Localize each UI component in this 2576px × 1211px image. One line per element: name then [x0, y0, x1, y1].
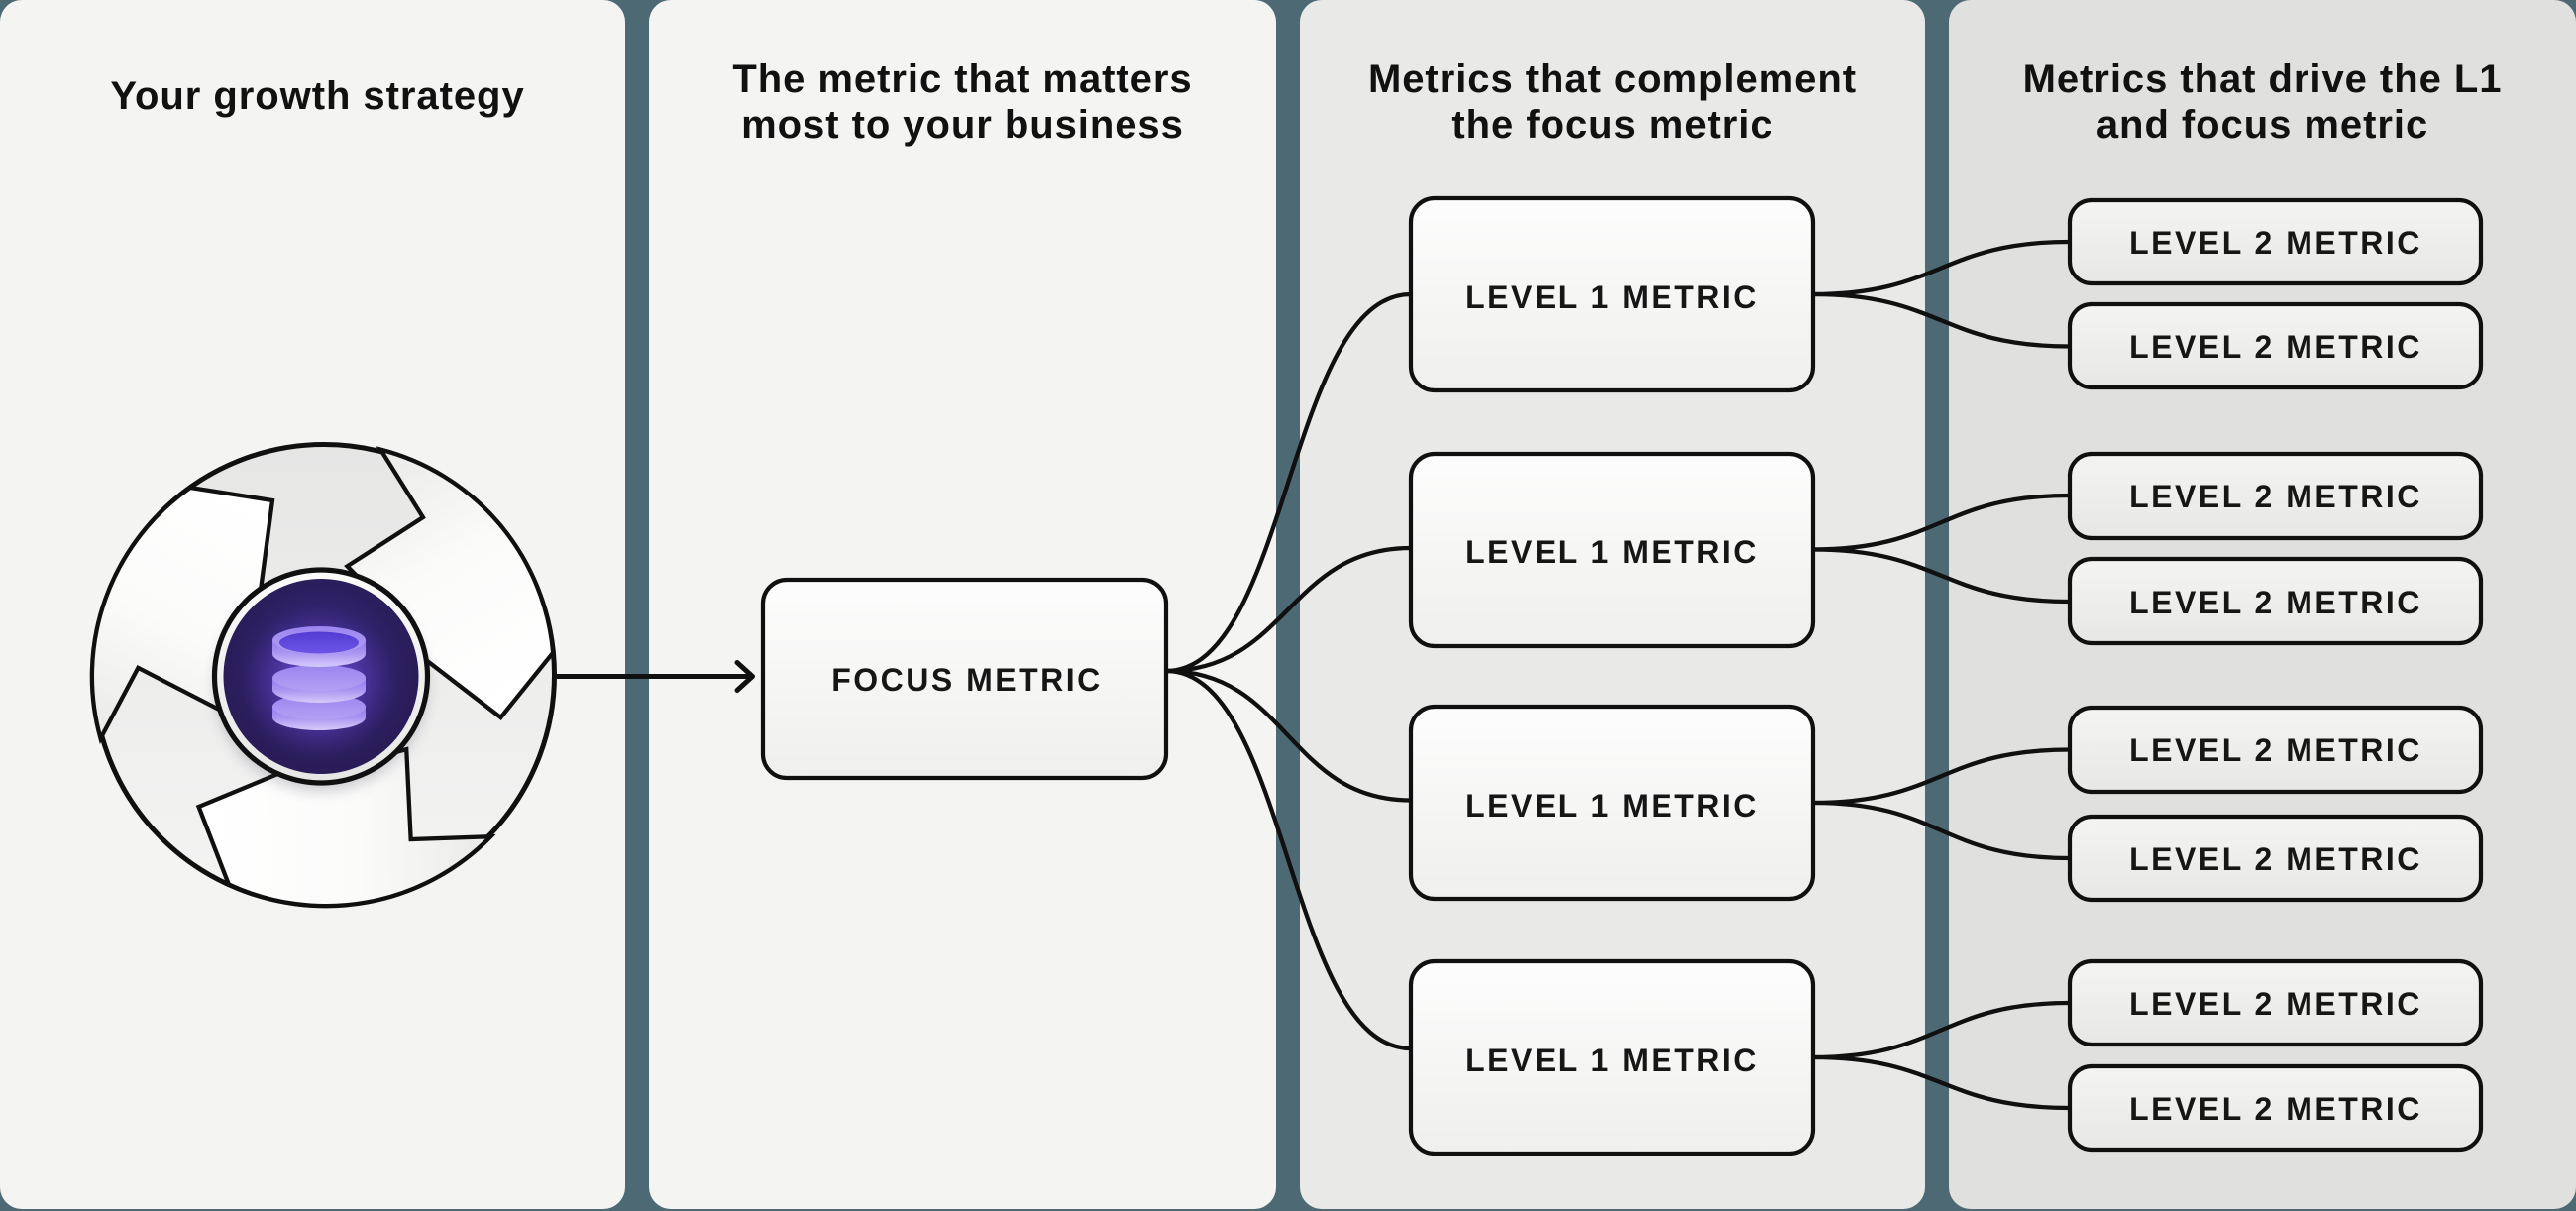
svg-text:LEVEL 1 METRIC: LEVEL 1 METRIC	[1465, 279, 1759, 315]
svg-text:LEVEL 2 METRIC: LEVEL 2 METRIC	[2129, 329, 2422, 365]
svg-text:LEVEL 2 METRIC: LEVEL 2 METRIC	[2129, 1091, 2422, 1127]
svg-text:LEVEL 2 METRIC: LEVEL 2 METRIC	[2129, 986, 2422, 1022]
svg-text:LEVEL 2 METRIC: LEVEL 2 METRIC	[2129, 585, 2422, 620]
svg-text:LEVEL 1 METRIC: LEVEL 1 METRIC	[1465, 788, 1759, 824]
svg-text:LEVEL 1 METRIC: LEVEL 1 METRIC	[1465, 534, 1759, 570]
svg-text:LEVEL 1 METRIC: LEVEL 1 METRIC	[1465, 1043, 1759, 1078]
svg-text:LEVEL 2 METRIC: LEVEL 2 METRIC	[2129, 841, 2422, 877]
svg-text:LEVEL 2 METRIC: LEVEL 2 METRIC	[2129, 479, 2422, 514]
svg-text:FOCUS METRIC: FOCUS METRIC	[831, 662, 1103, 698]
svg-text:LEVEL 2 METRIC: LEVEL 2 METRIC	[2129, 225, 2422, 261]
svg-text:LEVEL 2 METRIC: LEVEL 2 METRIC	[2129, 732, 2422, 768]
